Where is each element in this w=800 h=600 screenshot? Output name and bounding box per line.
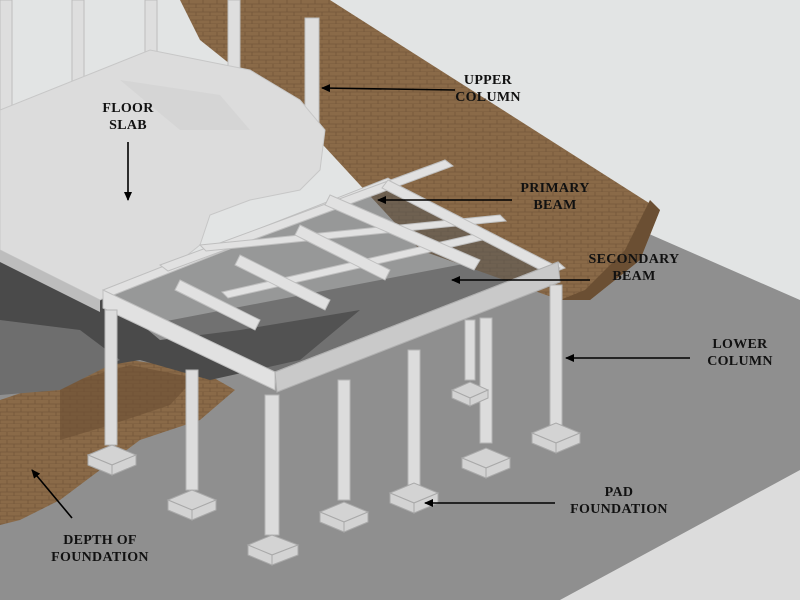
ground-right-strip [560, 470, 800, 600]
earth-wall-edge [560, 200, 660, 300]
lower-columns [104, 284, 563, 536]
label-secondary-beam: SECONDARY BEAM [588, 252, 680, 284]
floor-slab-edge [0, 250, 100, 312]
label-primary-beam: PRIMARY BEAM [520, 181, 590, 213]
label-depth-of-foundation: DEPTH OF FOUNDATION [51, 533, 149, 565]
depth-of-foundation-arrow [31, 469, 73, 519]
label-lower-column: LOWER COLUMN [707, 337, 773, 369]
label-upper-column: UPPER COLUMN [455, 73, 521, 105]
basement-floor [0, 320, 120, 395]
annotation-arrows [31, 84, 690, 519]
excavation-inner-shadow [60, 365, 195, 440]
earth-wall [180, 0, 660, 300]
label-pad-foundation: PAD FOUNDATION [570, 485, 668, 517]
floor-slab-shading [120, 80, 250, 130]
pad-foundations [86, 381, 582, 566]
upper-column-arrow [321, 84, 456, 93]
beam-grid [101, 159, 566, 393]
label-floor-slab: FLOOR SLAB [102, 101, 154, 133]
